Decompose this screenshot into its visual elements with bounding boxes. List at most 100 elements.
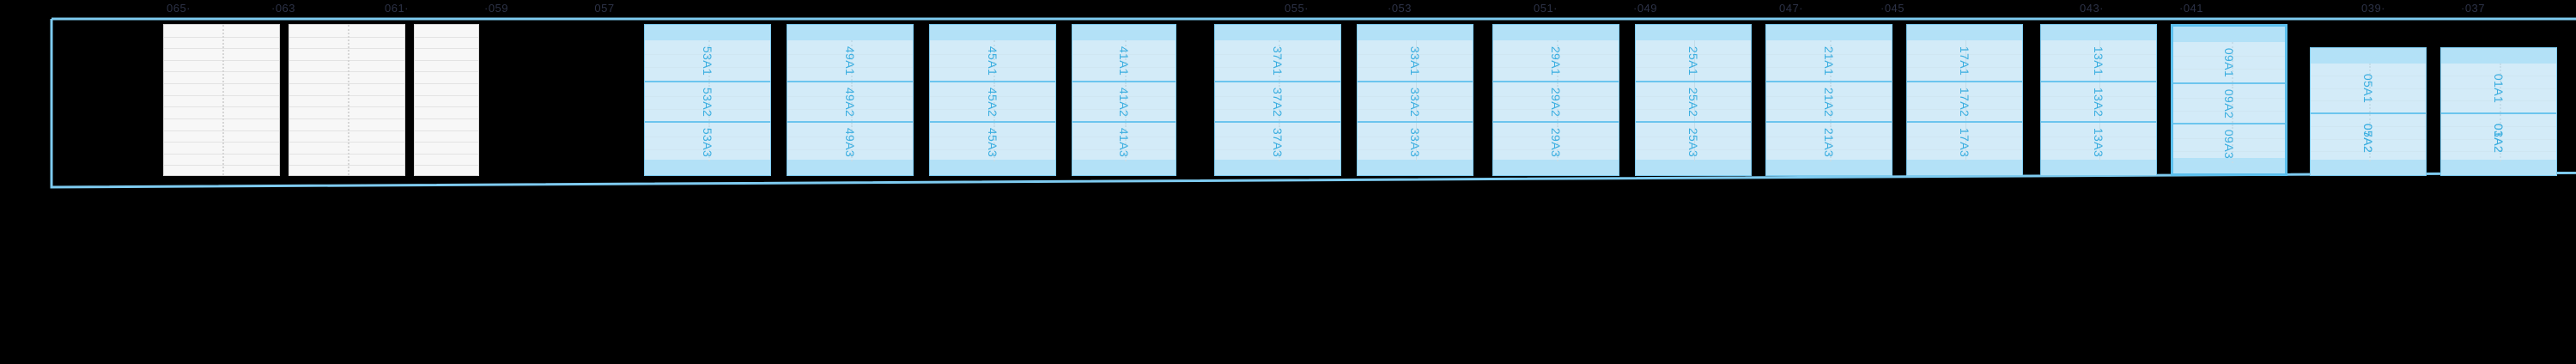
bay-cap-bottom bbox=[1072, 160, 1176, 175]
bay-section[interactable]: 13A2 bbox=[2041, 81, 2156, 121]
tier-line bbox=[645, 136, 770, 137]
bay-section[interactable]: 37A2 bbox=[1215, 81, 1340, 121]
bay-section[interactable]: 37A3 bbox=[1215, 121, 1340, 161]
bay-number-tick: ·037 bbox=[2460, 2, 2486, 15]
bay-centerline bbox=[1694, 123, 1695, 161]
bay-011-009[interactable]: 09A1 09A2 09A3 bbox=[2171, 24, 2287, 176]
tier-line bbox=[787, 109, 913, 111]
bay-section[interactable]: 21A1 bbox=[1766, 40, 1892, 81]
bay-cap-bottom bbox=[1493, 160, 1619, 175]
bay-section-label: 09A3 bbox=[2222, 129, 2236, 159]
tier-line bbox=[1358, 53, 1473, 55]
bay-section[interactable]: 41A2 bbox=[1072, 81, 1176, 121]
bay-section-label: 45A1 bbox=[986, 46, 999, 76]
bay-number-tick: 043· bbox=[2079, 2, 2105, 15]
bay-section[interactable]: 33A3 bbox=[1358, 121, 1473, 161]
tier-divider bbox=[289, 106, 404, 108]
bay-section[interactable]: 45A1 bbox=[930, 40, 1055, 81]
tier-divider bbox=[164, 106, 279, 108]
bay-cap-top bbox=[1215, 25, 1340, 40]
bay-section[interactable]: 09A1 bbox=[2173, 42, 2285, 82]
bay-section[interactable]: 49A2 bbox=[787, 81, 913, 121]
tier-line bbox=[1215, 136, 1340, 137]
bay-section[interactable]: 13A3 bbox=[2041, 121, 2156, 161]
bay-section[interactable]: 09A2 bbox=[2173, 82, 2285, 123]
bay-section[interactable]: 45A2 bbox=[930, 81, 1055, 121]
tier-divider bbox=[164, 142, 279, 143]
bay-section[interactable]: 29A3 bbox=[1493, 121, 1619, 161]
tier-divider bbox=[415, 165, 478, 167]
bay-061-059[interactable] bbox=[289, 24, 405, 176]
bay-section[interactable]: 33A1 bbox=[1358, 40, 1473, 81]
bay-centerline bbox=[708, 123, 710, 161]
bay-section[interactable]: 25A2 bbox=[1636, 81, 1751, 121]
bay-centerline bbox=[2232, 124, 2233, 163]
bay-section[interactable]: 21A3 bbox=[1766, 121, 1892, 161]
bay-section[interactable]: 41A3 bbox=[1072, 121, 1176, 161]
bay-057[interactable] bbox=[414, 24, 479, 176]
bay-section[interactable]: 05A1 bbox=[2311, 64, 2426, 112]
tier-divider bbox=[289, 83, 404, 85]
bay-section[interactable]: 53A3 bbox=[645, 121, 770, 161]
bay-section[interactable]: 17A1 bbox=[1907, 40, 2022, 81]
bay-section[interactable]: 53A2 bbox=[645, 81, 770, 121]
bay-section[interactable]: 29A2 bbox=[1493, 81, 1619, 121]
bay-cap-top bbox=[1907, 25, 2022, 40]
bay-number-tick: ·045 bbox=[1880, 2, 1905, 15]
bay-section[interactable]: 21A2 bbox=[1766, 81, 1892, 121]
tier-line bbox=[1493, 95, 1619, 97]
bay-section-label: 33A3 bbox=[1408, 127, 1422, 157]
bay-section[interactable]: 09A3 bbox=[2173, 123, 2285, 163]
bay-065-063[interactable] bbox=[163, 24, 280, 176]
tier-line bbox=[1636, 67, 1751, 69]
tier-line bbox=[645, 109, 770, 111]
bay-section[interactable]: 33A2 bbox=[1358, 81, 1473, 121]
bay-cap-top bbox=[2441, 48, 2556, 64]
bay-section[interactable]: 01A1 bbox=[2441, 64, 2556, 112]
bay-section[interactable]: 45A3 bbox=[930, 121, 1055, 161]
bay-section[interactable]: 17A3 bbox=[1907, 121, 2022, 161]
bay-centerline bbox=[2232, 42, 2233, 82]
bay-section[interactable]: 29A1 bbox=[1493, 40, 1619, 81]
bay-section-label: 09A1 bbox=[2222, 47, 2236, 77]
tier-line bbox=[1072, 95, 1176, 97]
bay-cap-bottom bbox=[645, 160, 770, 175]
bay-section[interactable]: 17A2 bbox=[1907, 81, 2022, 121]
tier-line bbox=[1493, 67, 1619, 69]
bay-section[interactable]: 53A1 bbox=[645, 40, 770, 81]
tier-divider bbox=[164, 94, 279, 96]
bay-section[interactable]: 49A3 bbox=[787, 121, 913, 161]
bay-section-label: 21A2 bbox=[1822, 87, 1836, 117]
bay-023-021[interactable]: 21A1 21A2 21A3 bbox=[1765, 24, 1893, 176]
bay-centerline bbox=[2500, 64, 2501, 112]
tier-divider bbox=[289, 118, 404, 119]
bay-section[interactable]: 25A3 bbox=[1636, 121, 1751, 161]
bay-section[interactable]: 13A1 bbox=[2041, 40, 2156, 81]
tier-line bbox=[1215, 149, 1340, 151]
tier-line bbox=[2311, 126, 2426, 128]
bay-cap-bottom bbox=[1636, 160, 1751, 175]
bay-section-label-overlap: 03A2 bbox=[2492, 123, 2506, 153]
bay-section[interactable]: 49A1 bbox=[787, 40, 913, 81]
tier-divider bbox=[289, 142, 404, 143]
bay-section[interactable]: 37A1 bbox=[1215, 40, 1340, 81]
bay-section[interactable]: 25A1 bbox=[1636, 40, 1751, 81]
tier-line bbox=[1215, 95, 1340, 97]
bay-section[interactable]: 41A1 bbox=[1072, 40, 1176, 81]
tier-line bbox=[1493, 136, 1619, 137]
bay-centerline bbox=[1965, 40, 1966, 81]
